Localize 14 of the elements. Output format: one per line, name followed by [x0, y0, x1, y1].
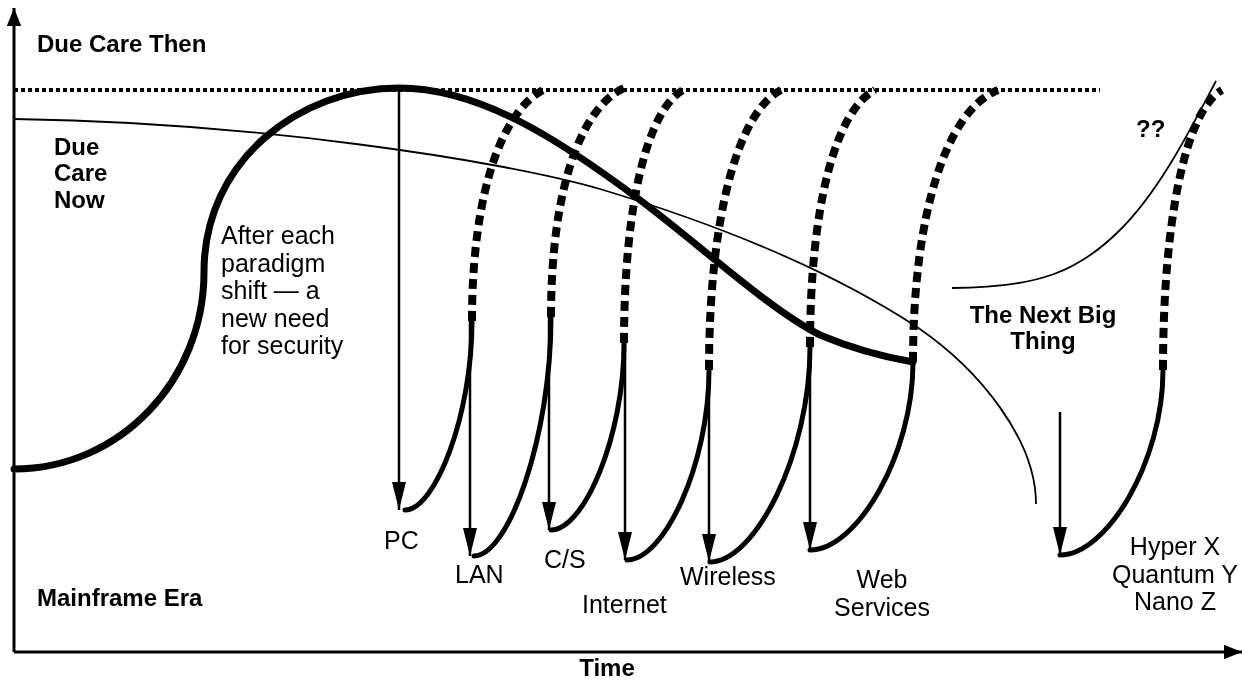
- era-label: Web Services: [833, 566, 931, 621]
- era-label: Internet: [582, 591, 668, 619]
- era-label: Hyper X Quantum Y Nano Z: [1111, 533, 1239, 616]
- axis-title: Time: [578, 655, 636, 682]
- curve-label: Due Care Now: [54, 134, 109, 214]
- era-label: Mainframe Era: [37, 585, 204, 612]
- annotation-text: ??: [1136, 116, 1167, 143]
- annotation-text: After each paradigm shift — a new need for security: [221, 222, 345, 360]
- era-label: Wireless: [680, 563, 777, 591]
- axis-label: Due Care Then: [37, 31, 208, 58]
- era-label: C/S: [544, 546, 587, 574]
- era-label: PC: [384, 527, 420, 555]
- era-label: LAN: [455, 561, 505, 589]
- annotation-text: The Next Big Thing: [968, 302, 1118, 355]
